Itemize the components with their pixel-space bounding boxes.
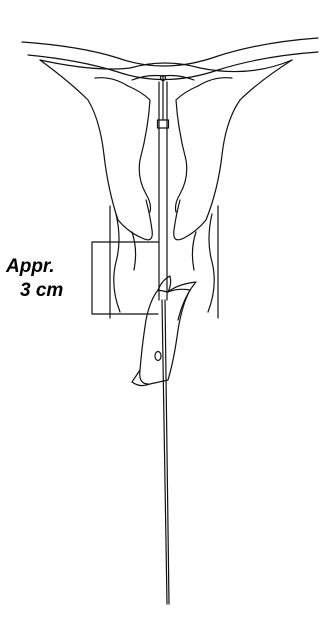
iud-thread — [162, 300, 169, 604]
measurement-bracket — [92, 242, 158, 314]
vaginal-walls — [110, 206, 218, 318]
measurement-label-line2: 3 cm — [20, 281, 63, 300]
abdominal-contour-lines — [22, 38, 318, 80]
iud-device — [132, 76, 194, 121]
uterus-outline — [40, 60, 292, 240]
speculum-instrument — [132, 276, 196, 386]
measurement-label-line1: Appr. — [6, 257, 55, 276]
